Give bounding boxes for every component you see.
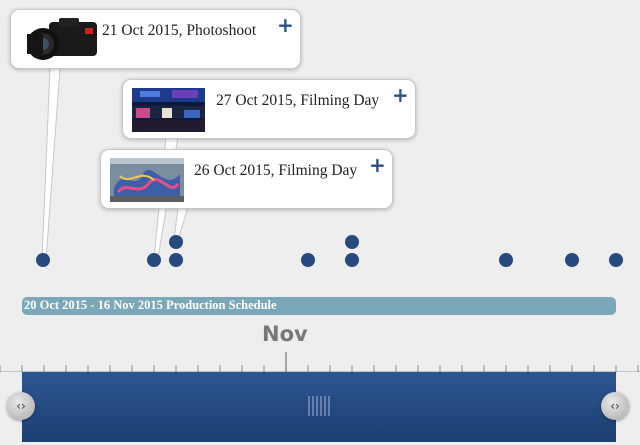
event-marker[interactable] — [36, 253, 50, 267]
event-title: 27 Oct 2015, Filming Day — [216, 92, 380, 109]
timeline-navigator[interactable] — [22, 372, 616, 442]
event-marker[interactable] — [345, 253, 359, 267]
event-marker[interactable] — [169, 235, 183, 249]
event-card-filming-27[interactable]: 27 Oct 2015, Filming Day + — [122, 79, 416, 139]
event-title: 26 Oct 2015, Filming Day — [194, 162, 358, 179]
pan-left-right-icon: ‹› — [610, 399, 620, 413]
month-label: Nov — [262, 322, 308, 346]
event-marker[interactable] — [565, 253, 579, 267]
event-marker[interactable] — [499, 253, 513, 267]
event-marker[interactable] — [345, 235, 359, 249]
camera-thumbnail — [21, 18, 101, 62]
plus-icon[interactable]: + — [392, 83, 409, 107]
event-marker[interactable] — [609, 253, 623, 267]
plus-icon[interactable]: + — [277, 13, 294, 37]
event-marker[interactable] — [301, 253, 315, 267]
time-axis — [0, 352, 640, 372]
event-marker[interactable] — [147, 253, 161, 267]
era-bar[interactable]: 20 Oct 2015 - 16 Nov 2015 Production Sch… — [22, 297, 616, 315]
era-label: 20 Oct 2015 - 16 Nov 2015 Production Sch… — [24, 298, 277, 312]
pan-left-button[interactable]: ‹› — [7, 392, 35, 420]
graffiti-wall-thumbnail — [110, 158, 184, 202]
club-interior-thumbnail — [132, 88, 205, 132]
drag-grip[interactable] — [306, 394, 332, 418]
pan-left-right-icon: ‹› — [16, 399, 26, 413]
plus-icon[interactable]: + — [369, 153, 386, 177]
pan-right-button[interactable]: ‹› — [601, 392, 629, 420]
event-card-photoshoot[interactable]: 21 Oct 2015, Photoshoot + — [10, 9, 301, 69]
event-title: 21 Oct 2015, Photoshoot — [102, 22, 257, 39]
event-marker[interactable] — [169, 253, 183, 267]
event-card-filming-26[interactable]: 26 Oct 2015, Filming Day + — [100, 149, 393, 209]
